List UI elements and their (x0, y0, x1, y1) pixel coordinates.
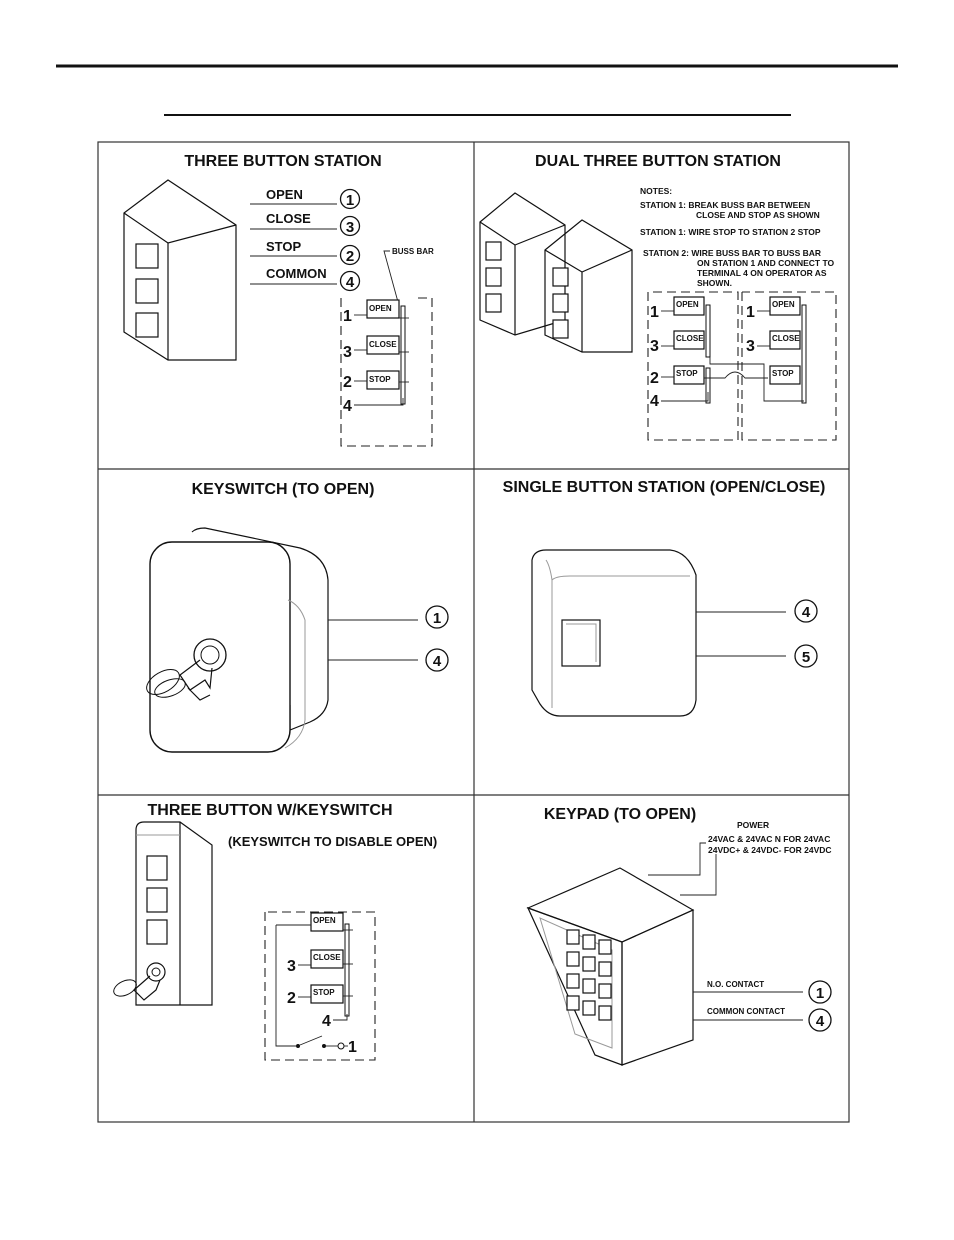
terminal-number: 3 (650, 338, 659, 355)
dual-station-drawing (479, 192, 633, 353)
terminal-number: 1 (348, 1039, 357, 1056)
legend-open: OPEN (266, 187, 303, 202)
terminal-number: 1 (650, 304, 659, 321)
keypad-keys (566, 929, 612, 1021)
note-line: STATION 2: WIRE BUSS BAR TO BUSS BAR (643, 248, 821, 258)
terminal-number: 3 (343, 344, 352, 361)
panel-dual-three-button-station: DUAL THREE BUTTON STATION NOTES: STATION… (479, 153, 837, 441)
terminal-number: 2 (650, 370, 659, 387)
contact-label: COMMON CONTACT (707, 1007, 785, 1016)
station-1-wiring: OPEN CLOSE STOP 1 3 2 4 (647, 291, 768, 441)
terminal-legend: OPEN 1 CLOSE 3 STOP 2 COMMON 4 (250, 187, 361, 292)
button-label: OPEN (676, 300, 699, 309)
note-line: STATION 1: BREAK BUSS BAR BETWEEN (640, 200, 810, 210)
terminal-number: 3 (287, 958, 296, 975)
single-button-drawing (531, 549, 697, 717)
panel-title: DUAL THREE BUTTON STATION (535, 153, 781, 170)
button-label: OPEN (772, 300, 795, 309)
legend-common: COMMON (266, 266, 327, 281)
panel-title: THREE BUTTON STATION (184, 153, 381, 170)
panel-keyswitch: KEYSWITCH (TO OPEN) 1 4 (146, 481, 449, 753)
three-button-keyswitch-drawing (113, 821, 213, 1006)
keyswitch-drawing (146, 527, 329, 753)
terminal-number: 1 (343, 308, 352, 325)
note-line: ON STATION 1 AND CONNECT TO (697, 258, 834, 268)
button-label: STOP (369, 375, 391, 384)
button-label: OPEN (313, 916, 336, 925)
notes-header: NOTES: (640, 186, 672, 196)
terminal-number: 4 (650, 393, 659, 410)
terminal-number: 2 (343, 374, 352, 391)
terminal-circle: 4 (802, 604, 811, 621)
panel-title: SINGLE BUTTON STATION (OPEN/CLOSE) (503, 479, 826, 496)
terminal-circle: 1 (433, 610, 441, 627)
terminal-number: 4 (322, 1013, 331, 1030)
button-label: CLOSE (676, 334, 704, 343)
three-button-station-drawing (123, 179, 237, 362)
station-2-wiring: OPEN CLOSE STOP 1 3 (741, 291, 837, 441)
panel-grid (97, 141, 850, 1123)
panel-title: THREE BUTTON W/KEYSWITCH (147, 802, 392, 819)
button-label: STOP (676, 369, 698, 378)
terminal-circle: 3 (346, 219, 354, 236)
panel-three-button-keyswitch: THREE BUTTON W/KEYSWITCH (KEYSWITCH TO D… (113, 802, 437, 1061)
power-line-2: 24VDC+ & 24VDC- FOR 24VDC (708, 845, 832, 855)
terminal-number: 4 (343, 398, 352, 415)
button-label: STOP (772, 369, 794, 378)
note-line: CLOSE AND STOP AS SHOWN (696, 210, 820, 220)
button-label: OPEN (369, 304, 392, 313)
power-line-1: 24VAC & 24VAC N FOR 24VAC (708, 834, 830, 844)
terminal-circle: 5 (802, 649, 810, 666)
three-button-wiring: BUSS BAR OPEN CLOSE STOP 1 3 2 4 (340, 247, 434, 447)
panel-subtitle: (KEYSWITCH TO DISABLE OPEN) (228, 834, 437, 849)
keypad-drawing (526, 867, 695, 1066)
legend-close: CLOSE (266, 211, 311, 226)
terminal-number: 1 (746, 304, 755, 321)
panel-title: KEYSWITCH (TO OPEN) (192, 481, 375, 498)
legend-stop: STOP (266, 239, 301, 254)
buss-bar-label: BUSS BAR (392, 247, 434, 256)
panel-title: KEYPAD (TO OPEN) (544, 806, 696, 823)
panel-single-button-station: SINGLE BUTTON STATION (OPEN/CLOSE) 4 5 (503, 479, 826, 717)
dual-station-notes: NOTES: STATION 1: BREAK BUSS BAR BETWEEN… (640, 186, 834, 288)
note-line: STATION 1: WIRE STOP TO STATION 2 STOP (640, 227, 821, 237)
button-label: STOP (313, 988, 335, 997)
three-button-keyswitch-wiring: OPEN CLOSE STOP 3 2 4 1 (264, 911, 376, 1061)
panel-keypad: KEYPAD (TO OPEN) POWER 24VAC & 24VAC N F… (526, 806, 832, 1066)
button-label: CLOSE (313, 953, 341, 962)
terminal-circle: 4 (346, 274, 355, 291)
terminal-circle: 4 (433, 653, 442, 670)
note-line: SHOWN. (697, 278, 732, 288)
terminal-number: 3 (746, 338, 755, 355)
contact-label: N.O. CONTACT (707, 980, 764, 989)
button-label: CLOSE (369, 340, 397, 349)
terminal-number: 2 (287, 990, 296, 1007)
button-label: CLOSE (772, 334, 800, 343)
note-line: TERMINAL 4 ON OPERATOR AS (697, 268, 827, 278)
terminal-circle: 1 (346, 192, 354, 209)
power-label: POWER (737, 820, 769, 830)
panel-three-button-station: THREE BUTTON STATION OPEN 1 CLOSE 3 STOP… (123, 153, 434, 447)
terminal-circle: 4 (816, 1013, 825, 1030)
terminal-circle: 1 (816, 985, 824, 1002)
terminal-circle: 2 (346, 248, 354, 265)
